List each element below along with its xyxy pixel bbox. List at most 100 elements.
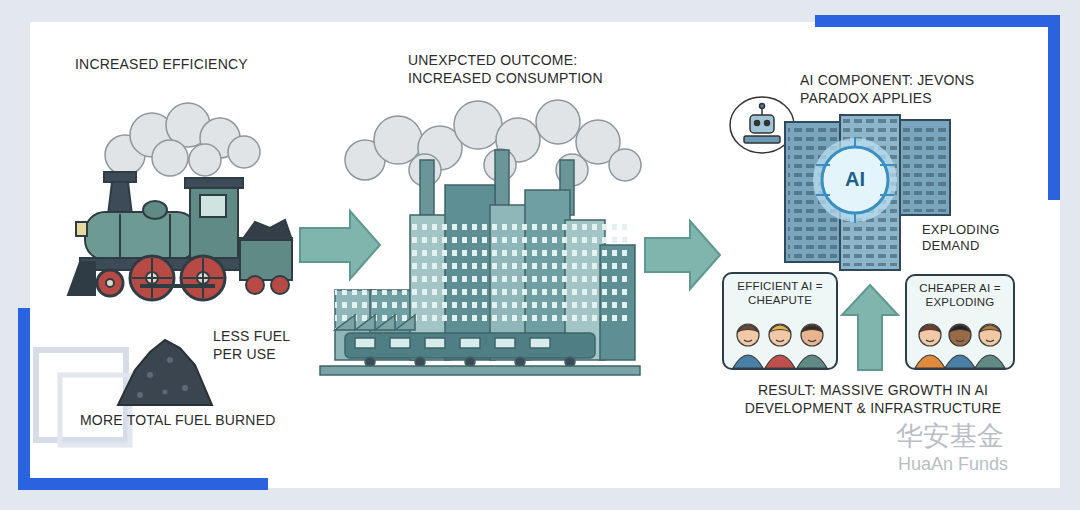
people-group-right-part (949, 325, 971, 332)
server-racks-part (813, 138, 897, 222)
industrial-city-part (425, 338, 445, 348)
idea-box: EFFICIENT AI = CHEAPUTE (722, 272, 838, 370)
industrial-city (320, 150, 640, 375)
industrial-city-part (410, 220, 630, 325)
stage-panel: AI COMPONENT: JEVONS PARADOX APPLIES EXPL… (720, 40, 1045, 480)
node-text: EXPLODING DEMAND (922, 222, 1014, 255)
people-group-right-part (979, 325, 1001, 332)
node-text: LESS FUEL PER USE (213, 328, 301, 363)
city-smoke-part (609, 149, 641, 181)
steam-locomotive-part (76, 222, 87, 236)
industrial-city-part (335, 290, 415, 330)
steam-locomotive-part (181, 256, 225, 300)
stage-panel: UNEXPCTED OUTCOME: INCREASED CONSUMPTION (380, 40, 645, 480)
steam-locomotive-part (108, 182, 132, 215)
node-heading: INCREASED EFFICIENCY (75, 56, 290, 74)
robot-speech-bubble-part (744, 136, 780, 143)
people-group-right-part (919, 325, 941, 332)
people-group-right-part (979, 324, 1001, 346)
people-group-left-part (801, 324, 823, 346)
steam-locomotive-part (169, 214, 171, 258)
node-text: RESULT: MASSIVE GROWTH IN AI DEVELOPMENT… (728, 382, 1018, 417)
steam-locomotive-part (106, 279, 114, 287)
steam-smoke-part (228, 136, 260, 168)
people-group-right-part (905, 274, 1015, 370)
steam-smoke (105, 103, 260, 176)
server-racks-part (822, 147, 888, 213)
steam-locomotive-part (240, 238, 292, 280)
industrial-city-part (335, 315, 415, 330)
server-racks-part (816, 137, 894, 223)
industrial-city-part (355, 338, 375, 348)
city-smoke-part (536, 100, 580, 144)
people-group-left-part (737, 325, 759, 332)
people-group-left-part (769, 324, 791, 346)
industrial-city-part (390, 338, 410, 348)
people-group-right-part (919, 324, 941, 346)
watermark: 华安基金 (896, 422, 1036, 452)
industrial-city-part (495, 338, 515, 348)
steam-locomotive-part (97, 270, 123, 296)
node-text: MORE TOTAL FUEL BURNED (80, 412, 305, 430)
stage-panel: INCREASED EFFICIENCYLESS FUEL PER USEMOR… (55, 40, 300, 480)
steam-locomotive-part (119, 214, 121, 258)
coal-pile-part (163, 390, 168, 395)
coal-pile-part (118, 340, 212, 405)
steam-smoke-part (189, 144, 221, 176)
industrial-city-part (320, 366, 640, 375)
steam-locomotive-part (242, 220, 292, 240)
card-frame-part (30, 22, 1060, 488)
robot-speech-bubble-part (760, 104, 765, 109)
server-racks-part (900, 120, 950, 215)
people-group-left-part (801, 325, 823, 332)
flow-arrow (300, 211, 380, 279)
coal-pile-part (182, 385, 188, 391)
card-frame-part (18, 308, 30, 490)
people-group-right-part (915, 355, 945, 368)
industrial-city-part (460, 338, 480, 348)
steam-locomotive-part (185, 178, 243, 188)
people-group-left-part (737, 324, 759, 346)
city-smoke (345, 100, 641, 186)
coal-pile-part (137, 392, 143, 398)
flow-arrow (645, 221, 720, 289)
people-group-left-part (722, 272, 838, 370)
up-arrow-part (842, 285, 898, 370)
people-group-right (905, 274, 1015, 370)
card-frame-part (815, 15, 1060, 27)
node-heading: UNEXPCTED OUTCOME: INCREASED CONSUMPTION (408, 52, 640, 87)
card-frame-part (60, 375, 130, 445)
steam-locomotive-part (143, 201, 167, 219)
steam-locomotive (68, 172, 292, 300)
people-group-left (722, 272, 838, 370)
up-arrow (842, 285, 898, 370)
steam-locomotive-part (104, 172, 136, 182)
people-group-left-part (744, 340, 816, 342)
city-smoke-part (454, 101, 502, 149)
industrial-city-part (345, 333, 595, 358)
idea-box: CHEAPER AI = EXPLODING (905, 274, 1015, 370)
people-group-right-part (949, 324, 971, 346)
ai-chip-label: AI (835, 168, 875, 190)
coal-pile-part (147, 372, 153, 378)
industrial-city-part (530, 338, 550, 348)
node-heading: AI COMPONENT: JEVONS PARADOX APPLIES (800, 72, 1015, 107)
steam-locomotive-part (130, 256, 174, 300)
node-heading: CHEAPER AI = EXPLODING (912, 281, 1008, 310)
coal-pile (118, 340, 212, 405)
card-frame (18, 15, 1060, 490)
robot-speech-bubble-part (755, 121, 760, 126)
people-group-right-part (945, 355, 975, 368)
steam-locomotive-part (140, 284, 215, 288)
steam-locomotive-part (183, 277, 223, 279)
steam-locomotive-part (246, 276, 264, 294)
coal-pile-part (167, 357, 173, 363)
node-heading: EFFICIENT AI = CHEAPUTE (729, 279, 831, 308)
industrial-city-part (495, 150, 509, 210)
steam-smoke-part (152, 140, 188, 176)
watermark: HuaAn Funds (898, 455, 1038, 475)
card-frame-part (1048, 15, 1060, 200)
people-group-left-part (733, 355, 763, 368)
robot-speech-bubble-part (750, 115, 774, 133)
